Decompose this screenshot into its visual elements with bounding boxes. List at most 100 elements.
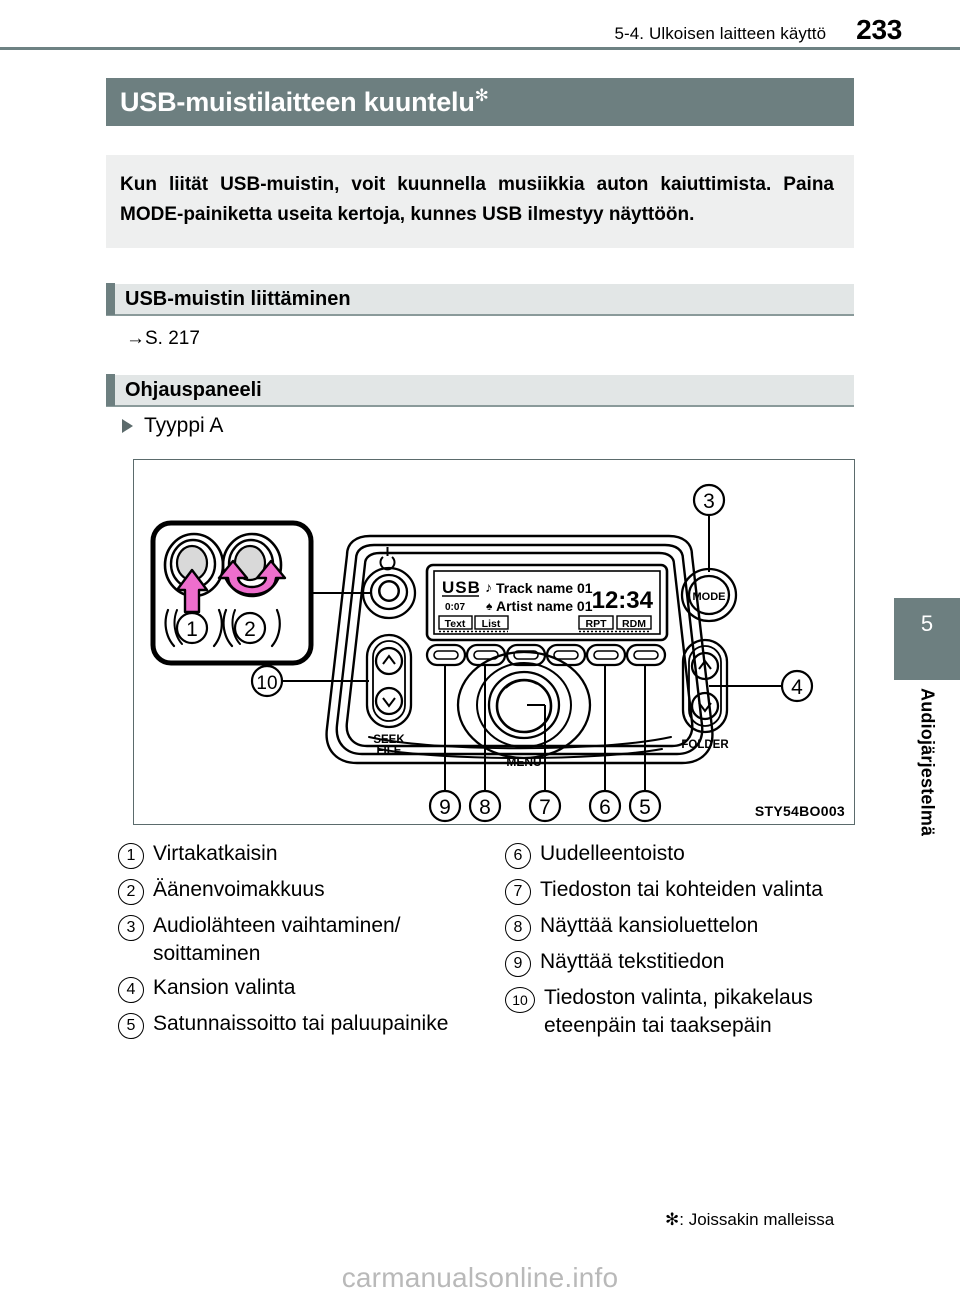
- callout-label: Virtakatkaisin: [153, 842, 278, 865]
- callout-marker-6-label: 6: [599, 796, 611, 819]
- callout-number: 5: [118, 1013, 144, 1040]
- callout-label: Audiolähteen vaihtaminen/ soittaminen: [153, 914, 401, 965]
- callout-marker-2: [233, 611, 267, 645]
- callout-marker-10: [250, 664, 284, 698]
- callout-label: Näyttää kansioluettelon: [540, 914, 759, 937]
- folder-label: FOLDER: [681, 739, 729, 751]
- list-item: 2 Äänenvoimakkuus: [118, 876, 483, 905]
- lcd-clock: 12:34: [592, 587, 654, 614]
- page-title-text: USB-muistilaitteen kuuntelu: [120, 87, 475, 117]
- callout-label: Äänenvoimakkuus: [153, 878, 325, 901]
- power-icon: [379, 547, 396, 571]
- lcd-display: USB 0:07 ♪ Track name 01 ♠ Artist name 0…: [425, 563, 669, 642]
- lcd-artist-name: Artist name 01: [496, 598, 593, 614]
- callout-number: 10: [505, 987, 535, 1013]
- callout-label: Tiedoston valinta, pikakelaus eteenpäin …: [544, 986, 813, 1037]
- intro-box: Kun liität USB-muistin, voit kuunnella m…: [106, 155, 854, 249]
- control-panel-illustration: 1 2: [150, 483, 814, 823]
- seek-file-buttons: [365, 633, 413, 729]
- lcd-source-label: USB: [442, 578, 481, 597]
- callout-legend-left-column: 1 Virtakatkaisin 2 Äänenvoimakkuus 3 Aud…: [118, 840, 483, 1046]
- page-reference-text: S. 217: [145, 328, 200, 349]
- list-item: 8 Näyttää kansioluettelon: [505, 912, 870, 941]
- footnote: ✻: Joissakin malleissa: [665, 1210, 835, 1229]
- mode-button-label: MODE: [693, 591, 726, 603]
- subheading-type-a: Tyyppi A: [122, 414, 223, 438]
- list-item: 1 Virtakatkaisin: [118, 840, 483, 869]
- right-arrow-icon: →: [126, 328, 145, 349]
- callout-marker-6: [588, 789, 622, 823]
- callout-marker-4-label: 4: [791, 676, 803, 699]
- callout-marker-9: [428, 789, 462, 823]
- folder-up-chevron-icon: [698, 659, 712, 670]
- callout-number: 2: [118, 879, 144, 905]
- figure-code: STY54BO003: [754, 803, 845, 819]
- chapter-name: Audiojärjestelmä: [894, 688, 960, 928]
- page-header: 5-4. Ulkoisen laitteen käyttö 233: [0, 14, 960, 58]
- callout-legend-right-column: 6 Uudelleentoisto 7 Tiedoston tai kohtei…: [505, 840, 870, 1046]
- callout-leader-lines: [282, 515, 782, 791]
- callout-number: 9: [505, 951, 531, 977]
- lcd-indicator-rdm: RDM: [622, 618, 646, 630]
- callout-marker-8-label: 8: [479, 796, 491, 819]
- folder-down-chevron-icon: [698, 702, 712, 713]
- figure-callout-markers: [250, 483, 814, 823]
- section-title: USB-muistin liittäminen: [125, 287, 351, 310]
- callout-label: Tiedoston tai kohteiden valinta: [540, 878, 823, 901]
- callout-marker-3-label: 3: [703, 490, 715, 513]
- lcd-softkey-text: Text: [445, 618, 466, 630]
- callout-number: 1: [118, 843, 144, 869]
- section-title: Ohjauspaneeli: [125, 378, 262, 401]
- callout-marker-7-label: 7: [539, 796, 551, 819]
- lcd-elapsed-time: 0:07: [445, 602, 465, 613]
- intro-paragraph: Kun liität USB-muistin, voit kuunnella m…: [120, 174, 834, 226]
- callout-number: 7: [505, 879, 531, 905]
- callout-marker-3: [692, 483, 726, 517]
- title-footnote-marker: ✻: [474, 86, 489, 105]
- chapter-number: 5: [920, 611, 934, 636]
- lcd-indicator-rpt: RPT: [586, 618, 608, 630]
- callout-marker-5-label: 5: [639, 796, 651, 819]
- callout-marker-5: [628, 789, 662, 823]
- seek-label: SEEK: [373, 734, 405, 746]
- callout-marker-2-label: 2: [244, 618, 256, 641]
- power-button: [361, 566, 417, 620]
- list-item: 9 Näyttää tekstitiedon: [505, 948, 870, 977]
- lcd-artist-icon: ♠: [486, 599, 493, 613]
- menu-label: MENU: [506, 755, 541, 769]
- header-section-title: 5-4. Ulkoisen laitteen käyttö: [614, 24, 827, 43]
- knob2-rotate-arrow-icon: [217, 559, 287, 596]
- lcd-softkey-list: List: [482, 618, 501, 630]
- callout-number: 4: [118, 977, 144, 1004]
- page-reference: →S. 217: [126, 328, 200, 350]
- page-title-bar: USB-muistilaitteen kuuntelu✻: [106, 78, 854, 126]
- lcd-track-icon: ♪: [485, 579, 492, 595]
- section-header-control-panel: Ohjauspaneeli: [106, 375, 854, 407]
- callout-number: 8: [505, 915, 531, 941]
- lcd-track-name: Track name 01: [496, 580, 593, 596]
- folder-buttons: [681, 638, 729, 734]
- header-rule: [0, 47, 960, 50]
- callout-label: Uudelleentoisto: [540, 842, 685, 865]
- watermark: carmanualsonline.info: [341, 1262, 619, 1293]
- page-title: USB-muistilaitteen kuuntelu✻: [106, 86, 489, 118]
- callout-marker-9-label: 9: [439, 796, 451, 819]
- chapter-name-label: Audiojärjestelmä: [917, 688, 938, 837]
- menu-knob: [456, 650, 592, 760]
- list-item: 4 Kansion valinta: [118, 974, 483, 1004]
- chapter-tab: 5: [894, 598, 960, 680]
- list-item: 5 Satunnaissoitto tai paluupainike: [118, 1010, 483, 1040]
- seek-up-chevron-icon: [382, 654, 396, 665]
- section-header-usb-connect: USB-muistin liittäminen: [106, 284, 854, 316]
- callout-marker-10-label: 10: [256, 673, 277, 694]
- list-item: 7 Tiedoston tai kohteiden valinta: [505, 876, 870, 905]
- subheading-label: Tyyppi A: [144, 414, 224, 437]
- seek-down-chevron-icon: [382, 697, 396, 708]
- triangle-bullet-icon: [122, 419, 133, 433]
- control-panel-figure: 1 2: [133, 459, 855, 825]
- callout-marker-4: [780, 669, 814, 703]
- callout-number: 3: [118, 915, 144, 941]
- callout-marker-8: [468, 789, 502, 823]
- callout-marker-1-label: 1: [186, 618, 198, 641]
- file-label: FILE: [377, 745, 402, 757]
